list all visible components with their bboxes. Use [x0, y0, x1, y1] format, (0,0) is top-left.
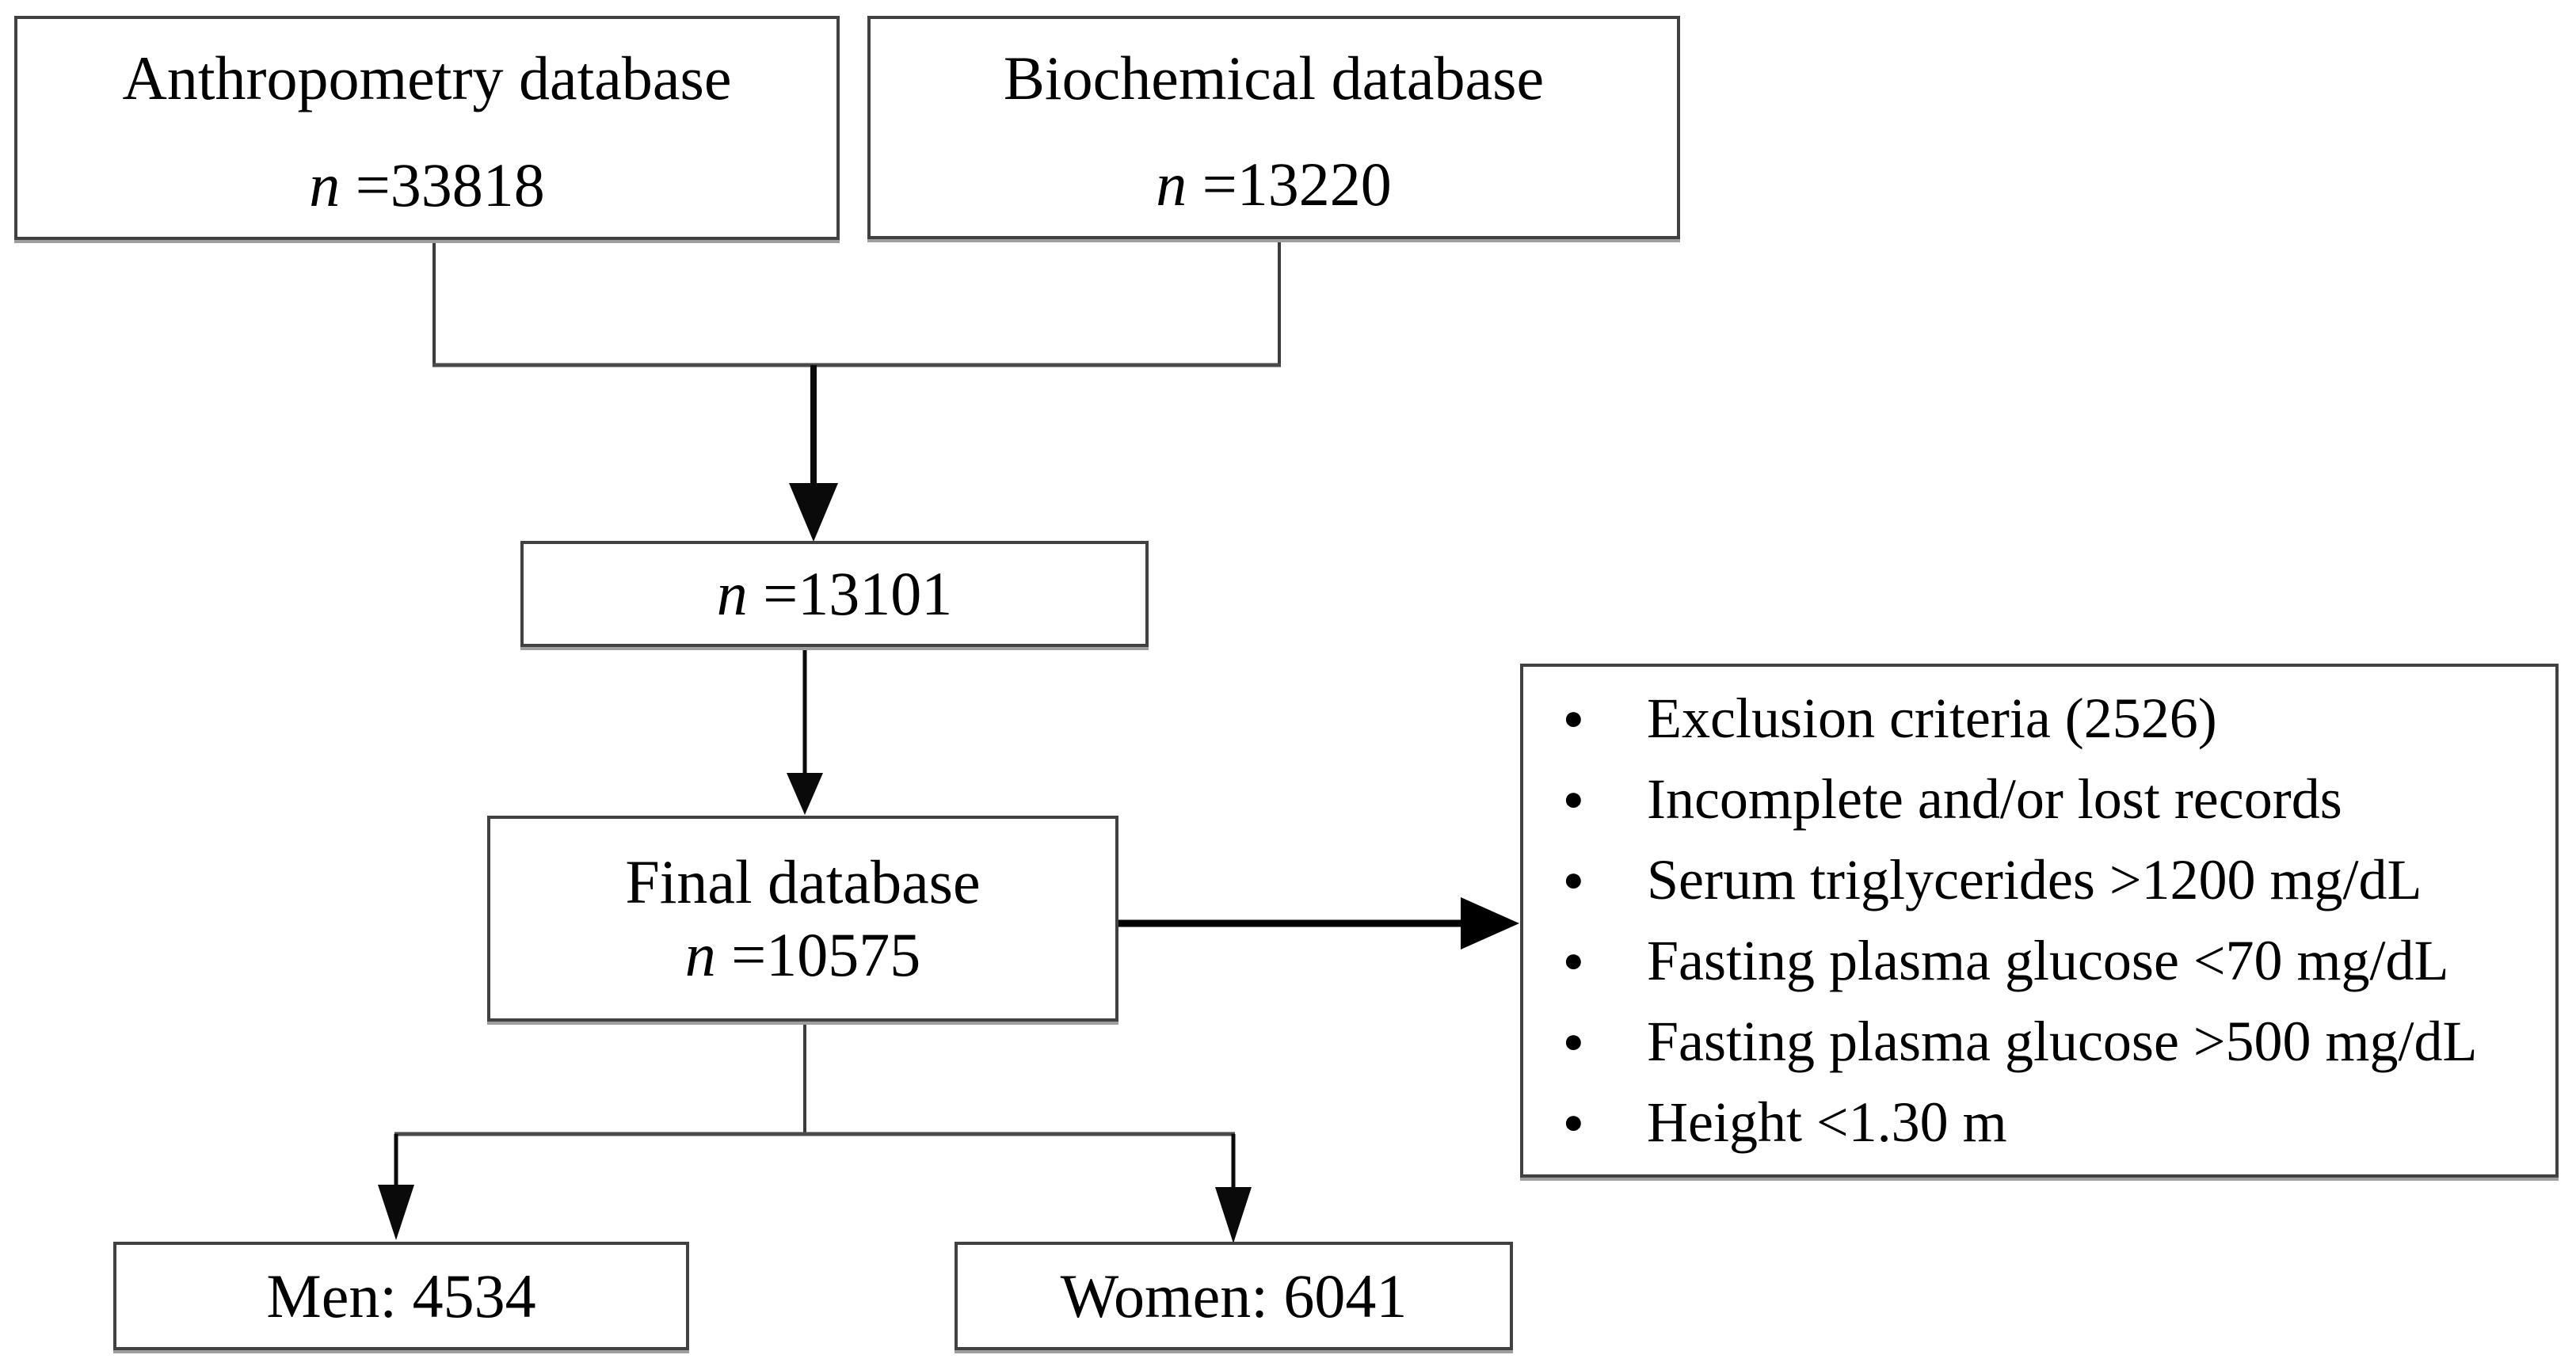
exclusion-item-text: Exclusion criteria (2526) — [1647, 687, 2217, 750]
sample-size: n =13220 — [1156, 150, 1392, 219]
n-count: =13101 — [747, 559, 953, 628]
women-count-label: Women: 6041 — [1060, 1261, 1408, 1330]
exclusion-list-item: ● Exclusion criteria (2526) — [1523, 678, 2555, 759]
arrow-merged-down — [789, 365, 838, 542]
biochemical-database-box: Biochemical database n =13220 — [867, 16, 1680, 239]
arrow-to-men — [378, 1134, 414, 1240]
anthropometry-database-box: Anthropometry database n =33818 — [14, 16, 840, 240]
exclusion-list-item: ● Incomplete and/or lost records — [1523, 759, 2555, 839]
sample-size: n =10575 — [685, 921, 921, 989]
n-count: =33818 — [340, 150, 545, 219]
sample-size: n =33818 — [309, 151, 545, 219]
arrow-to-final — [787, 647, 823, 815]
exclusion-list: ● Exclusion criteria (2526) ● Incomplete… — [1523, 667, 2555, 1163]
box-title: Final database — [625, 847, 981, 916]
bullet-icon: ● — [1563, 1102, 1584, 1141]
n-count: =10575 — [715, 920, 921, 989]
exclusion-list-item: ● Fasting plasma glucose >500 mg/dL — [1523, 1001, 2555, 1082]
n-symbol: n — [684, 920, 716, 989]
exclusion-list-item: ● Fasting plasma glucose <70 mg/dL — [1523, 920, 2555, 1001]
box-title: Biochemical database — [1003, 44, 1545, 112]
sample-size: n =13101 — [717, 560, 953, 628]
final-database-box: Final database n =10575 — [487, 816, 1118, 1022]
men-count-label: Men: 4534 — [266, 1261, 536, 1330]
exclusion-list-item: ● Serum triglycerides >1200 mg/dL — [1523, 839, 2555, 920]
exclusion-item-text: Height <1.30 m — [1647, 1090, 2007, 1154]
women-box: Women: 6041 — [955, 1242, 1513, 1350]
bullet-icon: ● — [1563, 698, 1584, 737]
exclusion-item-text: Serum triglycerides >1200 mg/dL — [1647, 848, 2422, 911]
men-box: Men: 4534 — [113, 1242, 689, 1350]
box-title: Anthropometry database — [122, 44, 732, 112]
arrow-to-exclusion — [1118, 897, 1519, 949]
n-symbol: n — [309, 150, 341, 219]
bullet-icon: ● — [1563, 941, 1584, 980]
exclusion-item-text: Fasting plasma glucose >500 mg/dL — [1647, 1010, 2478, 1073]
n-symbol: n — [1156, 150, 1187, 219]
arrow-to-women — [1215, 1134, 1252, 1243]
exclusion-list-item: ● Height <1.30 m — [1523, 1082, 2555, 1163]
n-count: =13220 — [1187, 150, 1392, 219]
bullet-icon: ● — [1563, 779, 1584, 818]
exclusion-item-text: Incomplete and/or lost records — [1647, 767, 2342, 831]
exclusion-criteria-box: ● Exclusion criteria (2526) ● Incomplete… — [1520, 664, 2559, 1178]
bullet-icon: ● — [1563, 1022, 1584, 1060]
n-symbol: n — [716, 559, 748, 628]
exclusion-item-text: Fasting plasma glucose <70 mg/dL — [1647, 929, 2449, 992]
bullet-icon: ● — [1563, 860, 1584, 899]
merged-count-box: n =13101 — [520, 541, 1149, 647]
